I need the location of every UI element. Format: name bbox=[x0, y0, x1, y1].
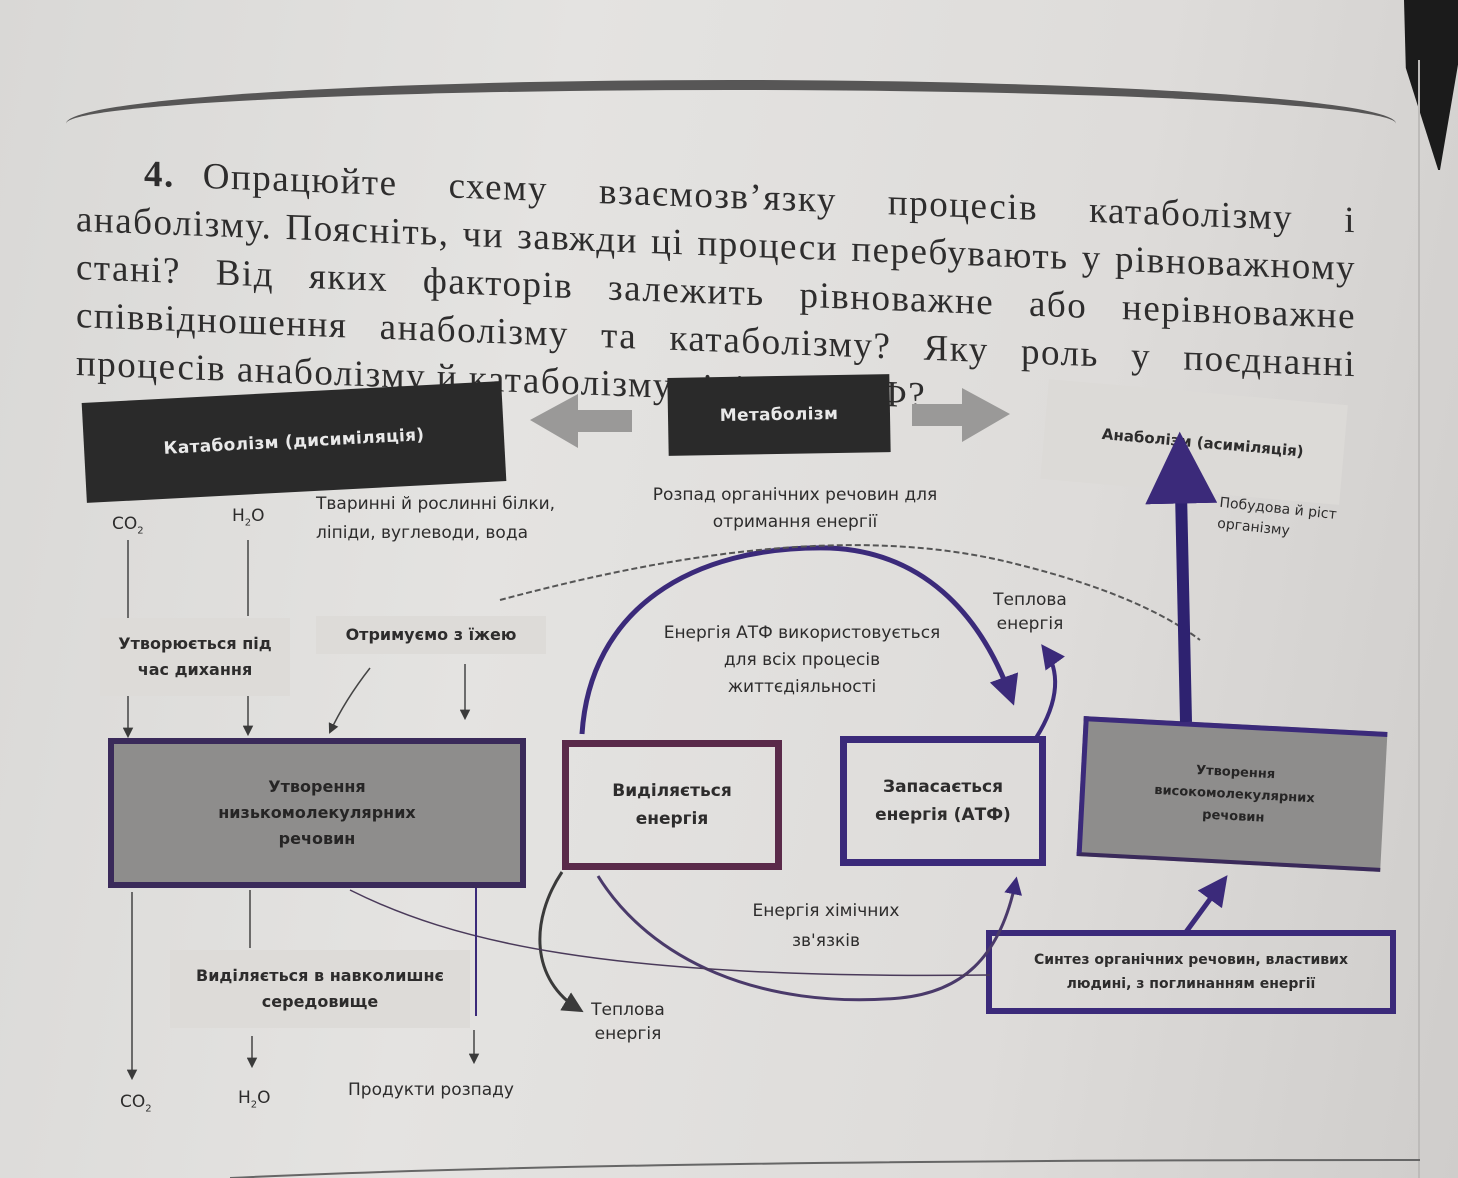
input-co2: CO2 bbox=[112, 514, 144, 537]
food-arrow-curved bbox=[328, 667, 371, 734]
metabolism-box: Метаболізм bbox=[667, 374, 891, 456]
high-molecular-box: Утворення високомолекулярних речовин bbox=[1076, 716, 1388, 872]
anabolism-label: Анаболізм (асиміляція) bbox=[1101, 424, 1305, 461]
output-co2: CO2 bbox=[120, 1092, 152, 1115]
catabolism-box: Катаболізм (дисиміляція) bbox=[81, 381, 507, 503]
energy-released-box: Виділяється енергія bbox=[562, 740, 782, 870]
task-number: 4. bbox=[144, 153, 175, 196]
page-edge-shadow bbox=[1404, 0, 1458, 170]
heat-energy-top: Теплова енергія bbox=[993, 590, 1067, 634]
bottom-page-rule bbox=[229, 1159, 1421, 1178]
low-molecular-box: Утворення низькомолекулярних речовин bbox=[108, 738, 526, 888]
output-decay-products: Продукти розпаду bbox=[348, 1080, 514, 1100]
heat-arrow-bottom bbox=[538, 871, 584, 1013]
heat-energy-bottom: Теплова енергія bbox=[591, 1000, 665, 1044]
released-to-environment: Виділяється в навколишнє середовище bbox=[170, 950, 470, 1028]
formed-during-breathing: Утворюється під час дихання bbox=[100, 618, 290, 696]
output-h2o: H2O bbox=[238, 1088, 271, 1111]
page-edge-line bbox=[1418, 60, 1420, 1178]
synthesis-box: Синтез органічних речовин, властивих люд… bbox=[986, 930, 1396, 1014]
metabolism-label: Метаболізм bbox=[719, 403, 839, 427]
input-food: Тваринні й рослинні білки, ліпіди, вугле… bbox=[316, 494, 556, 543]
atp-usage-note: Енергія АТФ використовується для всіх пр… bbox=[663, 623, 941, 697]
chemical-bonds-note: Енергія хімічних зв'язків bbox=[752, 901, 900, 951]
synthesis-to-high-arrow bbox=[1183, 875, 1228, 934]
heat-arrow-top bbox=[1034, 644, 1065, 740]
catabolism-label: Катаболізм (дисиміляція) bbox=[163, 425, 425, 459]
obtained-from-food: Отримуємо з їжею bbox=[316, 616, 546, 654]
header-rule bbox=[66, 80, 1396, 128]
input-h2o: H2O bbox=[232, 506, 265, 529]
decomposition-note: Розпад органічних речовин для отримання … bbox=[652, 485, 938, 532]
energy-stored-box: Запасається енергія (АТФ) bbox=[840, 736, 1046, 866]
